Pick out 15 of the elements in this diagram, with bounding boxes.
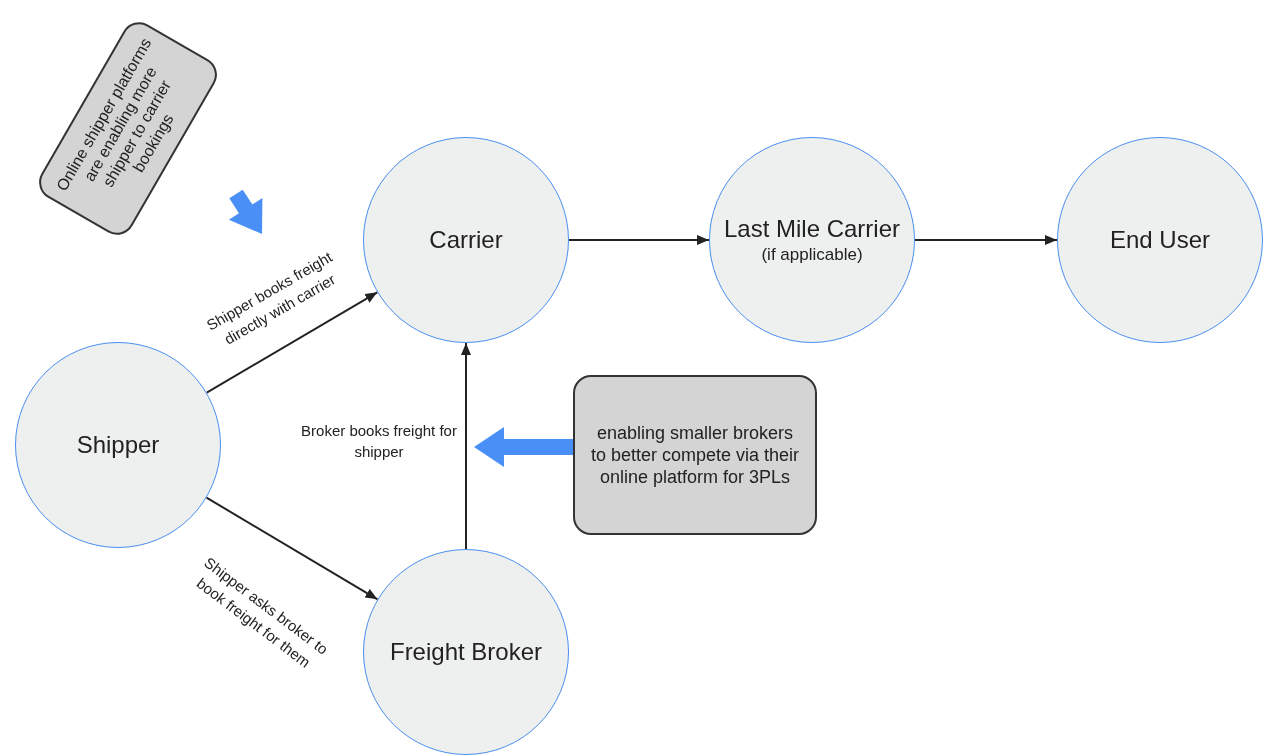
arrow: [914, 235, 1058, 245]
arrow: [205, 496, 379, 601]
node-label: Shipper: [76, 430, 160, 460]
arrow: [461, 342, 471, 550]
arrow: [205, 291, 379, 394]
node-label: Last Mile Carrier: [723, 214, 900, 244]
node-label: enabling smaller brokers to better compete via their online platform for 3PLs: [589, 422, 801, 488]
node-note: (if applicable): [761, 244, 863, 266]
node-label: Freight Broker: [389, 637, 543, 667]
node-label: Carrier: [429, 225, 503, 255]
arrow: [568, 235, 710, 245]
node-label: End User: [1109, 225, 1210, 255]
pointer-arrow: [474, 427, 573, 467]
pointer-arrow: [228, 189, 263, 234]
callout-box: [573, 375, 817, 535]
